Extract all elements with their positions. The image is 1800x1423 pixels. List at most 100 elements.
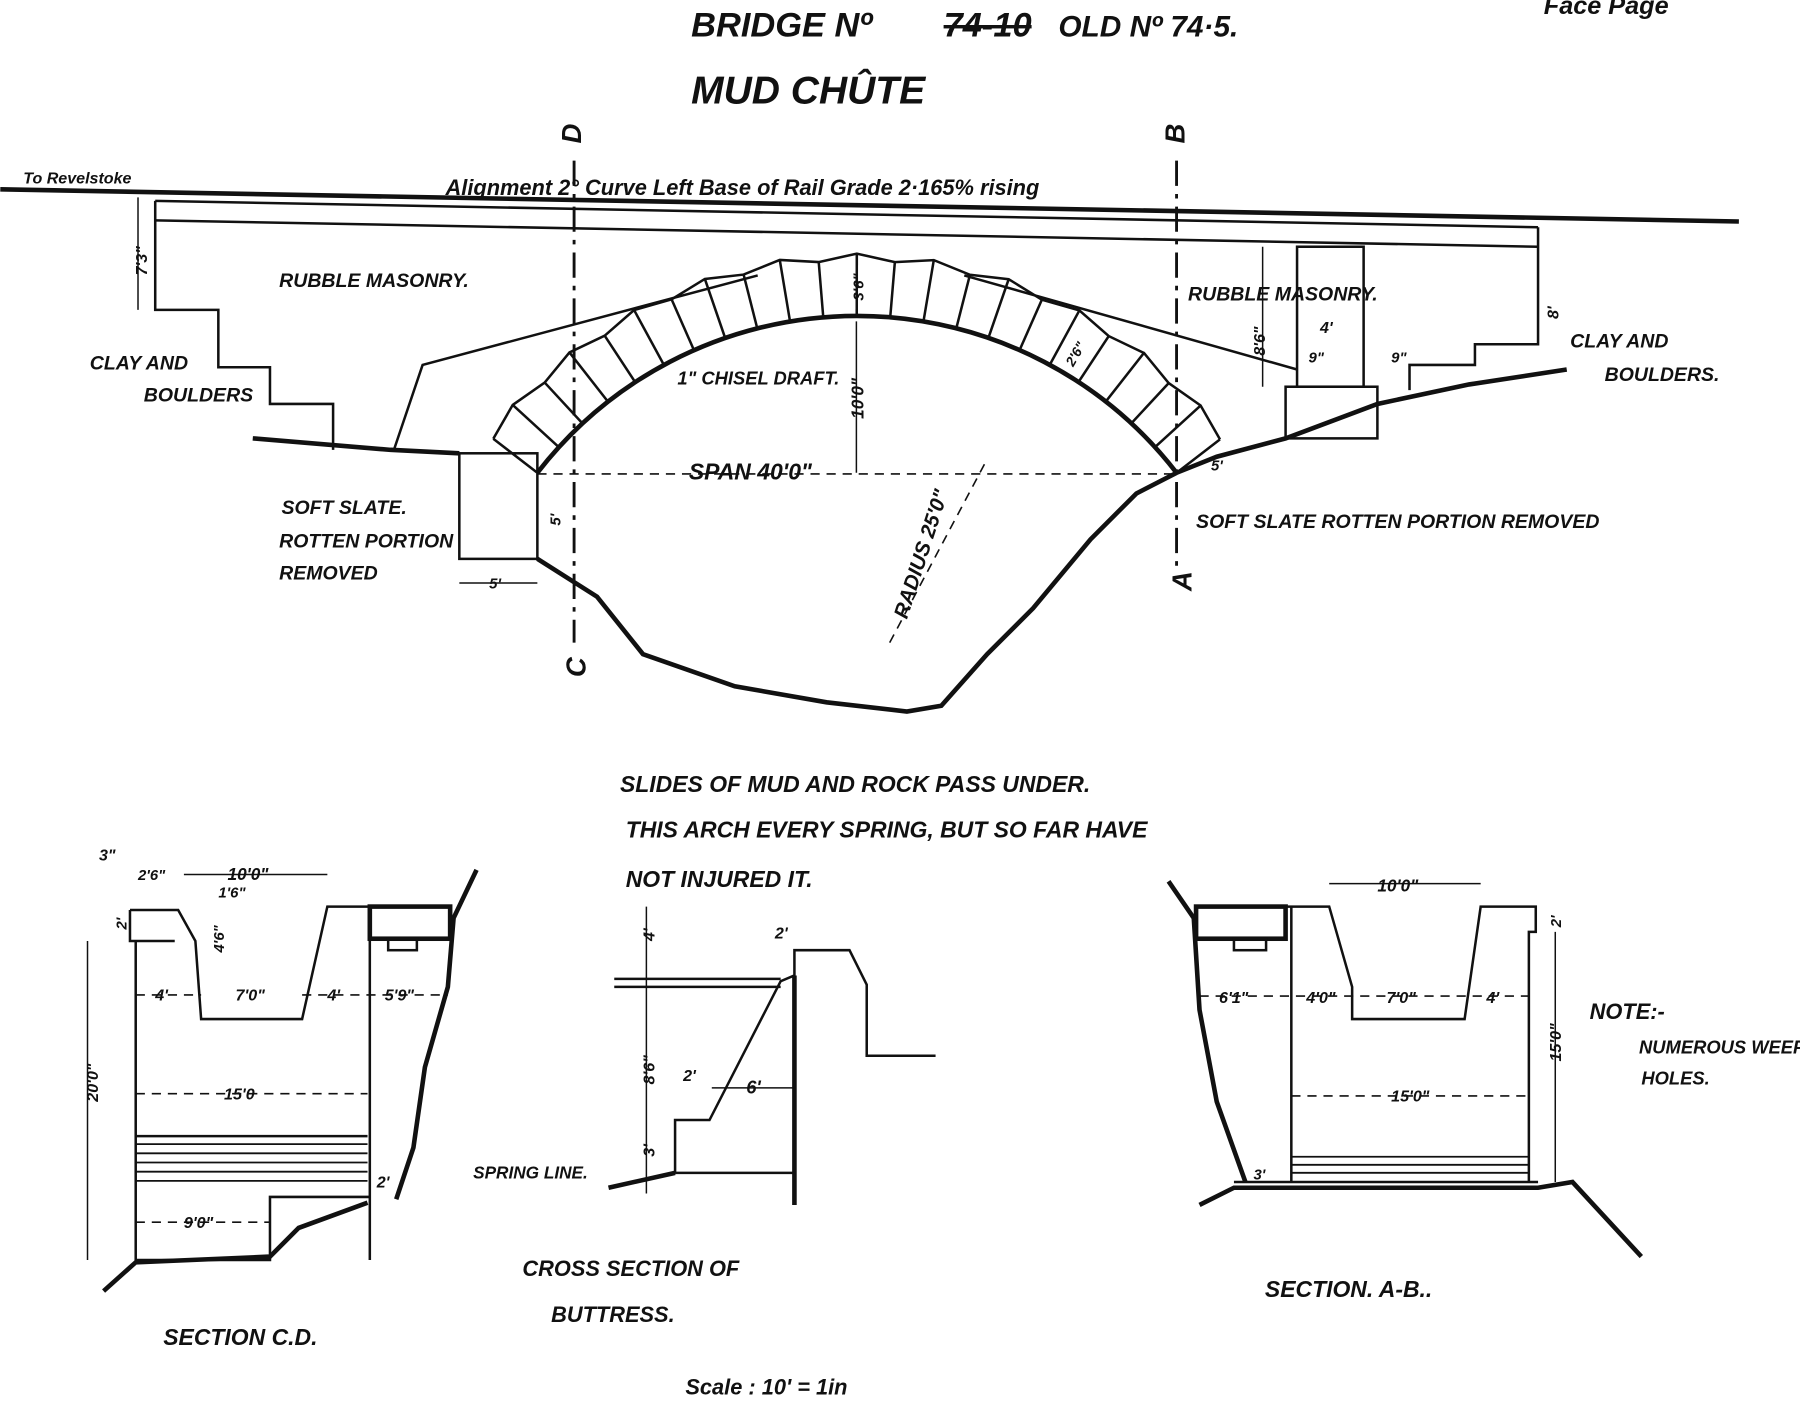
note-title: NOTE:- [1590,999,1665,1024]
note-line-1: NUMEROUS WEEP [1639,1036,1800,1057]
note-line-2: HOLES. [1641,1067,1709,1088]
slate-right: SOFT SLATE ROTTEN PORTION REMOVED [1196,511,1599,533]
right-abutment [1408,227,1540,391]
chisel-draft: 1" CHISEL DRAFT. [677,367,839,388]
buttress-title-1: CROSS SECTION OF [522,1256,739,1281]
left-footing [458,452,539,561]
buttress-dim-top: 2' [774,925,789,943]
cd-dim-2-bottom: 2' [376,1174,391,1192]
voussoir-joint [1130,382,1170,425]
section-ab [1166,880,1644,1259]
rise-label: 10'0" [847,377,867,419]
voussoir-joint [987,278,1010,339]
spring-line-label: SPRING LINE. [473,1163,588,1183]
buttress-height: 8'6" [1251,326,1269,356]
section-ab-title: SECTION. A-B.. [1265,1276,1432,1302]
buttress-width: 4' [1319,319,1334,337]
ab-dim-w3: 4' [1485,989,1500,1007]
slate-left-1: SOFT SLATE. [281,497,406,519]
buttress-offset-left: 9" [1309,351,1325,367]
clay-left-1: CLAY AND [90,353,188,375]
voussoir-joint [568,351,609,403]
voussoir-joint [955,274,972,329]
voussoir-joint [778,259,792,322]
voussoir-joint [1104,352,1145,403]
buttress-dim-height: 8'6" [640,1055,658,1085]
ab-dim-height: 15'0" [1547,1023,1565,1062]
voussoir-joint [1018,299,1044,351]
arch-extrados [492,252,1222,440]
clay-right-2: BOULDERS. [1605,364,1720,386]
direction-label: To Revelstoke [23,170,131,188]
cd-dim-20-0: 20'0" [84,1063,102,1103]
left-abutment [153,200,335,450]
cd-dim-2-6: 2'6" [137,868,166,884]
voussoir-joint [670,298,695,351]
rubble-left: RUBBLE MASONRY. [279,270,469,292]
marker-d: D [556,123,587,143]
footing-width: 5' [489,577,501,593]
right-height: 8' [1545,305,1563,319]
cd-dim-4-left: 4' [154,987,169,1005]
footing-height: 5' [548,513,564,525]
voussoir-joint [703,278,727,338]
slate-left-2: ROTTEN PORTION [279,530,454,552]
ab-dim-w2: 7'0" [1387,989,1417,1007]
corner-note: Face Page [1544,0,1669,20]
left-height: 7'3" [133,246,151,276]
buttress-offset-right: 9" [1391,351,1407,367]
clay-left-2: BOULDERS [144,385,253,407]
slate-left-3: REMOVED [279,563,378,585]
cd-dim-1-6: 1'6" [218,885,246,901]
arch [492,252,1222,475]
buttress-dim-upper: 4' [640,927,658,942]
bridge-number-struck: 74-10 [944,7,1032,45]
marker-a: A [1166,571,1197,592]
voussoir-joint [817,261,825,318]
section-cd [86,868,479,1293]
voussoir-joint [633,309,665,366]
voussoir-joint [603,334,636,383]
voussoir-joint [1175,438,1221,474]
buttress-dim-toe: 2' [682,1067,697,1085]
bridge-name: MUD CHÛTE [691,67,926,112]
voussoir-joint [543,381,584,424]
crown-label: 3'6" [851,273,867,301]
ravine-profile [252,367,1568,714]
voussoir-joint [1077,335,1110,383]
right-footing: 5' [1211,459,1223,475]
slides-note-3: NOT INJURED IT. [626,866,813,892]
cd-dim-4-6: 4'6" [212,924,228,953]
slides-note-2: THIS ARCH EVERY SPRING, BUT SO FAR HAVE [626,817,1148,843]
section-cd-title: SECTION C.D. [163,1324,317,1350]
ab-dim-top: 10'0" [1377,876,1419,896]
voussoir-joint [888,262,897,318]
cd-dim-9-0: 9'0" [184,1214,214,1232]
cd-dim-2: 2' [115,917,131,930]
cd-dim-7-0: 7'0" [236,987,266,1005]
slides-note-1: SLIDES OF MUD AND ROCK PASS UNDER. [620,771,1090,797]
ab-dim-width: 15'0" [1391,1088,1430,1106]
bridge-label: BRIDGE Nº [691,7,873,45]
voussoir-joint [742,274,759,329]
ab-dim-foot: 3' [1253,1168,1265,1184]
cd-dim-5-9: 5'9" [385,987,415,1005]
span-label: SPAN 40'0" [689,459,813,485]
ab-dim-cap: 2' [1549,915,1565,928]
ab-dim-left: 6'1" [1219,989,1249,1007]
buttress-dim-base: 6' [746,1077,761,1098]
cd-dim-4-right: 4' [326,987,341,1005]
clay-right-1: CLAY AND [1570,331,1668,353]
cd-dim-3in: 3" [99,847,116,865]
old-number: OLD Nº 74·5. [1058,11,1238,44]
buttress-section [608,906,936,1205]
rubble-right: RUBBLE MASONRY. [1188,284,1378,306]
voussoir-joint [922,259,936,322]
marker-c: C [561,656,592,677]
buttress-dim-foot: 3' [640,1143,658,1157]
alignment-label: Alignment 2° Curve Left Base of Rail Gra… [445,175,1040,200]
buttress-title-2: BUTTRESS. [551,1302,675,1327]
ab-dim-w1: 4'0" [1305,989,1336,1007]
cd-dim-15-0: 15'0 [224,1085,255,1103]
